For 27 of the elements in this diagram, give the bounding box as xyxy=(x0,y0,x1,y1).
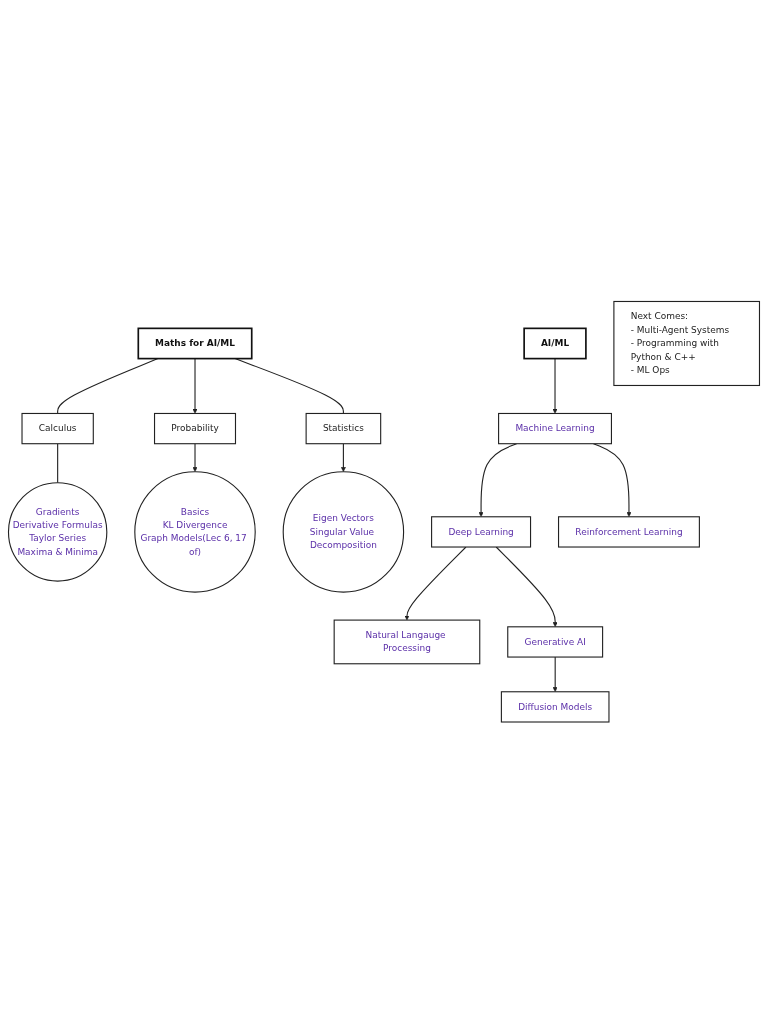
node-box: Machine Learning xyxy=(498,413,612,445)
node-box: Maths for AI/ML xyxy=(137,327,253,360)
node-box: Probability xyxy=(154,413,237,445)
connector xyxy=(234,358,344,415)
arrow xyxy=(340,443,346,473)
arrow xyxy=(552,656,558,693)
arrow xyxy=(592,443,632,518)
node-box: Statistics xyxy=(305,413,382,445)
arrow xyxy=(192,358,198,414)
node-circle: Gradients Derivative Formulas Taylor Series Maxima & Minima xyxy=(7,482,108,582)
node-circle: Basics KL Divergence Graph Models(Lec 6, 17 of) xyxy=(134,471,256,593)
node-circle: Eigen Vectors Singular Value Decomposition xyxy=(282,471,405,593)
node-box: Next Comes: - Multi-Agent Systems - Programming with Python & C++ - ML Ops xyxy=(613,301,761,387)
connector xyxy=(57,443,59,484)
node-box: Diffusion Models xyxy=(500,691,610,723)
node-box: Calculus xyxy=(21,413,94,445)
arrow xyxy=(478,443,518,518)
node-box: Generative AI xyxy=(507,626,604,658)
arrow xyxy=(495,546,558,628)
node-box: Reinforcement Learning xyxy=(558,516,700,548)
arrow xyxy=(552,358,558,414)
node-box: Natural Langauge Processing xyxy=(333,619,481,665)
arrow xyxy=(404,546,467,621)
arrow xyxy=(192,443,198,473)
connector xyxy=(57,358,159,415)
node-box: Deep Learning xyxy=(431,516,532,548)
node-box: AI/ML xyxy=(523,327,587,360)
